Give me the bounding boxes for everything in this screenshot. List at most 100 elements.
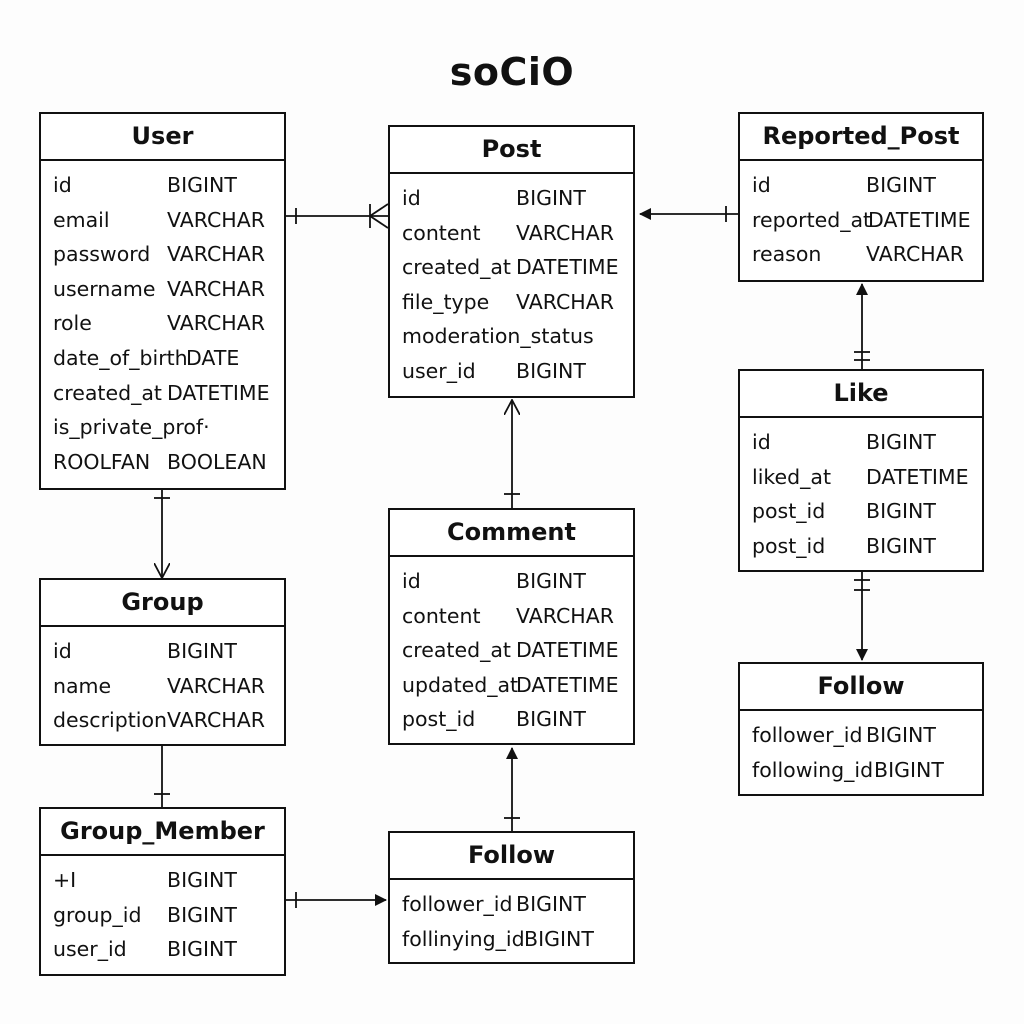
field-name: post_id [752,499,826,524]
field-name: id [402,569,421,593]
field-row: group_id BIGINT [53,903,284,938]
entity-like-name: Like [740,371,982,418]
field-name: email [53,207,110,232]
field-type: DATE [186,345,240,370]
connector-group-groupmember [154,746,170,807]
field-name: content [402,220,481,245]
field-type: BIGINT [866,173,936,197]
field-name: group_id [53,902,142,927]
field-name: follinying_id [402,926,525,951]
field-type: BIGINT [866,499,936,524]
field-name: +I [53,868,77,892]
field-row: id BIGINT [402,569,633,604]
entity-follow-bottom-name: Follow [390,833,633,880]
field-name: id [752,430,771,454]
field-type: BIGINT [167,902,237,927]
field-row: id BIGINT [402,186,633,221]
field-type: DATETIME [868,207,971,232]
field-row: file_type VARCHAR [402,290,633,325]
field-name: reported_at [752,207,872,232]
field-name: id [53,639,72,663]
field-name: file_type [402,289,490,314]
field-name: id [53,173,72,197]
field-name: role [53,311,92,336]
field-name: user_id [53,937,127,962]
field-row: post_id BIGINT [752,499,982,534]
connector-like-follow [854,572,870,661]
field-type: BIGINT [866,430,936,454]
field-type: BIGINT [866,533,936,558]
field-type: BIGINT [167,173,237,197]
field-row: +I BIGINT [53,868,284,903]
connector-comment-post [504,400,520,508]
entity-group-member-name: Group_Member [41,809,284,856]
field-row: post_id BIGINT [402,707,633,742]
connector-like-reportedpost [854,283,870,369]
field-row: user_id BIGINT [53,937,284,972]
field-name: created_at [402,638,511,663]
field-row: is_private_prof· [53,415,284,450]
connector-user-post [286,203,389,229]
entity-follow-right-name: Follow [740,664,982,711]
field-name: post_id [402,707,476,732]
field-name: ROOLFAN [53,449,151,474]
field-type: BIGINT [866,723,936,747]
field-name: description [53,708,167,733]
field-name: id [402,186,421,210]
field-name: password [53,242,151,267]
field-type: DATETIME [516,255,619,280]
field-row: role VARCHAR [53,311,284,346]
field-name: post_id [752,533,826,558]
field-type: VARCHAR [167,311,265,336]
field-type: BIGINT [516,358,586,383]
field-row: user_id BIGINT [402,359,633,394]
field-name: created_at [402,255,511,280]
field-row: id BIGINT [53,173,284,208]
field-name: username [53,276,156,301]
field-type: BIGINT [516,707,586,732]
connector-user-group [154,490,170,578]
field-type: BIGINT [516,892,586,916]
field-type: BIGINT [167,868,237,892]
field-name: name [53,673,112,698]
field-name: following_id [752,757,874,782]
field-type: VARCHAR [167,207,265,232]
field-type: BIGINT [167,937,237,962]
field-type: VARCHAR [516,289,614,314]
field-name: updated_at [402,672,519,697]
field-type: BIGINT [516,186,586,210]
field-name: user_id [402,358,476,383]
connector-follow-comment [504,747,520,831]
entity-reported-post-name: Reported_Post [740,114,982,161]
field-type: BIGINT [516,569,586,593]
field-row: moderation_status [402,324,633,359]
field-name: follower_id [402,892,513,916]
field-name: date_of_birth [53,345,188,370]
